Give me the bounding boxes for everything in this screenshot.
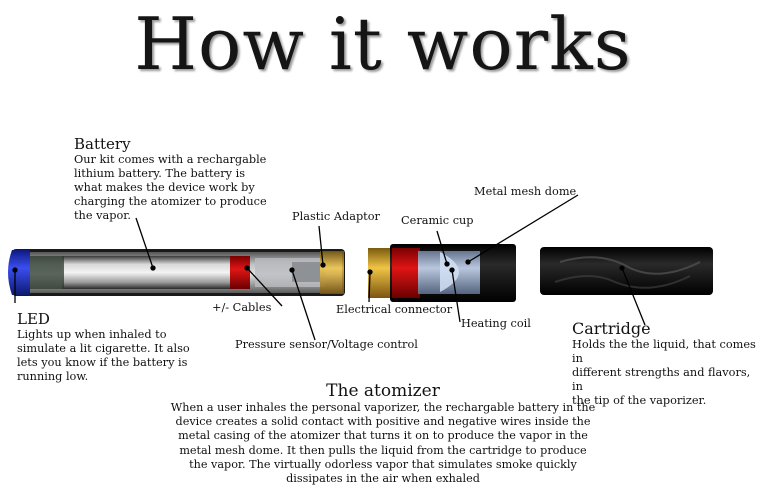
atomizer-tube [368, 244, 516, 302]
atomizer-description: The atomizer When a user inhales the per… [140, 381, 626, 486]
led-line: simulate a lit cigarette. It also [17, 342, 190, 355]
cartridge-line: different strengths and flavors, in [572, 366, 751, 393]
cartridge-text: Holds the the liquid, that comes in diff… [572, 338, 762, 408]
electrical-connector-pointer [368, 271, 371, 303]
ceramic-cup-pointer [436, 230, 448, 265]
battery-text: Our kit comes with a rechargable lithium… [74, 153, 274, 223]
led-text: Lights up when inhaled to simulate a lit… [17, 328, 217, 384]
cartridge-line: Holds the the liquid, that comes in [572, 338, 756, 365]
metal-mesh-dome-pointer [467, 194, 579, 263]
atomizer-line: device creates a solid contact with posi… [175, 415, 591, 429]
led-description: LED Lights up when inhaled to simulate a… [17, 310, 217, 384]
led-heading: LED [17, 310, 50, 328]
page-title: How it works [134, 2, 632, 86]
led-line: Lights up when inhaled to [17, 328, 167, 341]
cables-pointer [246, 267, 283, 307]
battery-line: the vapor. [74, 209, 131, 222]
atomizer-heading: The atomizer [326, 381, 440, 401]
battery-heading: Battery [74, 135, 131, 153]
plastic-adaptor-pointer [318, 225, 324, 266]
atomizer-line: metal casing of the atomizer that turns … [178, 429, 588, 443]
atomizer-line: When a user inhales the personal vaporiz… [170, 401, 596, 414]
atomizer-line: dissipates in the air when exhaled [286, 472, 480, 486]
pressure-sensor-label: Pressure sensor/Voltage control [235, 338, 418, 351]
metal-mesh-dome-label: Metal mesh dome [474, 185, 577, 198]
cables-label: +/- Cables [212, 301, 272, 314]
battery-line: Our kit comes with a rechargable [74, 153, 267, 166]
cartridge-heading: Cartridge [572, 319, 651, 338]
atomizer-text: When a user inhales the personal vaporiz… [140, 401, 626, 486]
atomizer-line: metal mesh dome. It then pulls the liqui… [179, 443, 587, 457]
battery-description: Battery Our kit comes with a rechargable… [74, 135, 274, 223]
led-line: lets you know if the battery is [17, 356, 188, 369]
cartridge-description: Cartridge Holds the the liquid, that com… [572, 320, 762, 408]
cartridge-pointer [621, 267, 646, 326]
battery-tube [12, 249, 345, 296]
atomizer-line: the vapor. The virtually odorless vapor … [189, 457, 577, 471]
led-cap [8, 250, 30, 295]
battery-pointer [135, 217, 154, 269]
cartridge-tube [540, 247, 713, 295]
heating-coil-label: Heating coil [461, 317, 531, 330]
led-line: running low. [17, 370, 89, 383]
electrical-connector-label: Electrical connector [336, 303, 453, 316]
battery-line: charging the atomizer to produce [74, 195, 267, 208]
heating-coil-pointer [451, 269, 461, 323]
plastic-adaptor-label: Plastic Adaptor [292, 210, 380, 223]
cartridge-line: the tip of the vaporizer. [572, 394, 707, 407]
battery-line: what makes the device work by [74, 181, 255, 194]
ceramic-cup-label: Ceramic cup [401, 214, 474, 227]
battery-line: lithium battery. The battery is [74, 167, 246, 180]
pointer-lines [12, 194, 646, 341]
pressure-sensor-pointer [291, 269, 316, 341]
